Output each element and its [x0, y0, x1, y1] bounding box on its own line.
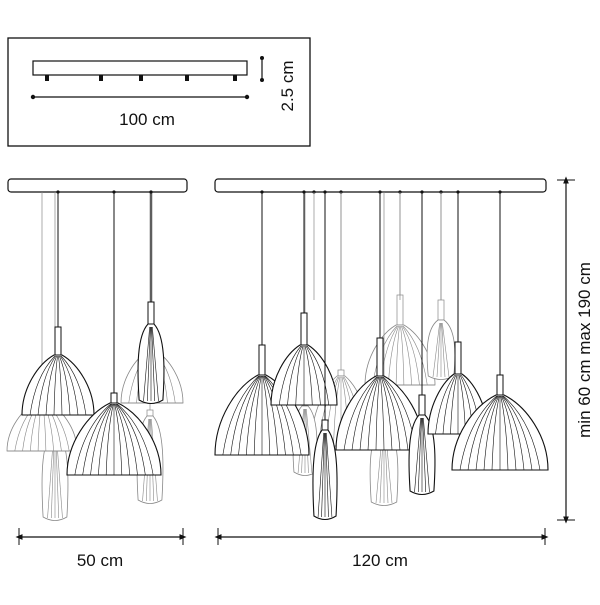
- lamp-socket: [437, 299, 445, 321]
- cord-anchor: [456, 190, 460, 194]
- pendant-lamp: [427, 192, 489, 435]
- lamp-socket: [110, 392, 118, 404]
- pendant-lamp: [408, 192, 436, 496]
- cord-anchor: [112, 190, 116, 194]
- cord-anchor: [302, 190, 306, 194]
- large-canopy-bar: [214, 178, 547, 193]
- lamp-socket: [300, 312, 308, 346]
- pendant-lamp: [451, 192, 549, 471]
- cord-anchor: [56, 190, 60, 194]
- canopy-pin: [233, 75, 237, 81]
- cord-anchor: [420, 190, 424, 194]
- large-width-label: 120 cm: [352, 551, 408, 570]
- pendant-shade: [21, 354, 95, 416]
- canopy-pins: [45, 75, 237, 81]
- dimension-end-dot: [30, 94, 36, 100]
- tulip-shade: [312, 429, 338, 521]
- lamp-socket: [418, 394, 426, 416]
- pendant-lamp: [214, 192, 310, 456]
- cord-anchor: [260, 190, 264, 194]
- small-canopy-bar: [7, 178, 188, 193]
- lamp-socket: [258, 344, 266, 376]
- inset-frame: [7, 37, 311, 147]
- lamp-socket: [454, 341, 462, 375]
- pendant-lamp: [137, 192, 165, 405]
- small-fixture-lamps: [6, 190, 184, 521]
- tulip-shade: [408, 414, 436, 496]
- pendant-shade: [66, 402, 162, 476]
- cord-anchor: [378, 190, 382, 194]
- canopy-detail-inset: 100 cm 2.5 cm: [7, 37, 311, 147]
- pendant-lamp: [335, 192, 425, 451]
- pendant-lamp: [66, 192, 162, 476]
- large-fixture-drawing: 120 cm min 60 cm max 190 cm: [214, 176, 594, 570]
- dimension-end-dot: [244, 94, 250, 100]
- canopy-pin: [99, 75, 103, 81]
- pendant-lamp: [21, 192, 95, 416]
- lamp-socket: [496, 374, 504, 396]
- canopy-pin: [139, 75, 143, 81]
- lamp-socket: [54, 326, 62, 356]
- canopy-bar: [32, 60, 248, 76]
- small-fixture-drawing: 50 cm: [6, 178, 188, 570]
- background-tulip-shade: [426, 319, 456, 380]
- pendant-shade: [451, 394, 549, 471]
- dimension-end-dot: [260, 78, 264, 82]
- lamp-socket: [146, 409, 154, 417]
- drop-height-label: min 60 cm max 190 cm: [575, 262, 594, 438]
- cord-anchor: [149, 190, 153, 194]
- pendant-shade: [270, 344, 338, 406]
- canopy-pin: [185, 75, 189, 81]
- cord-anchor: [323, 190, 327, 194]
- lamp-socket: [147, 301, 155, 325]
- canopy-pin: [45, 75, 49, 81]
- cord-anchor: [498, 190, 502, 194]
- large-fixture-lamps: [214, 190, 549, 521]
- pendant-lamp: [270, 192, 338, 406]
- small-width-label: 50 cm: [77, 551, 123, 570]
- dimension-end-dot: [260, 56, 264, 60]
- lamp-socket: [376, 337, 384, 377]
- pendant-lamp: [312, 192, 338, 521]
- canopy-length-label: 100 cm: [119, 110, 175, 129]
- pendant-lamp: [41, 192, 69, 521]
- canopy-height-label: 2.5 cm: [278, 60, 297, 111]
- tulip-shade: [137, 323, 165, 405]
- lamp-socket: [337, 369, 345, 377]
- lamp-socket: [321, 419, 329, 431]
